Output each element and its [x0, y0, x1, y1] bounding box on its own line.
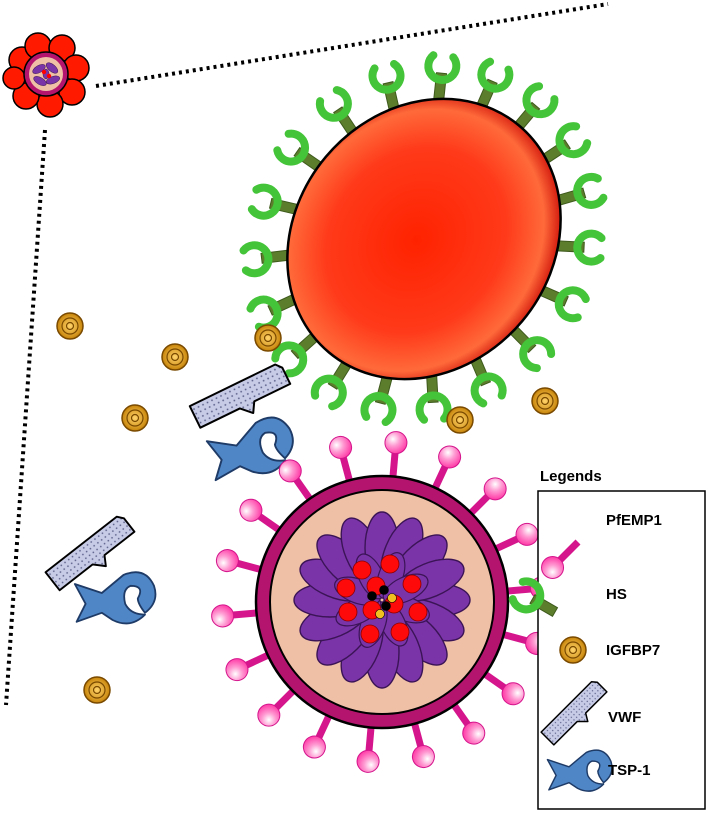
hs-receptor — [362, 374, 400, 423]
igfbp7-bead-icon — [559, 636, 587, 664]
hs-receptor — [555, 175, 604, 214]
nucleus-dot — [375, 609, 385, 619]
pfemp1-knob — [326, 433, 362, 486]
legend: Legends PfEMP1 HS IGFBP7 VWF TSP-1 — [511, 468, 706, 810]
hs-receptor — [251, 186, 299, 223]
dotted-boundary-top — [95, 2, 609, 88]
igfbp7-bead-icon — [56, 312, 84, 340]
nucleus-dot — [379, 585, 389, 595]
igfbp7-bead-icon — [161, 343, 189, 371]
igfbp7-bead-icon — [83, 676, 111, 704]
nucleus-dot — [367, 591, 377, 601]
hemozoin-spot — [336, 578, 356, 598]
hemozoin-spot — [380, 554, 400, 574]
infected-red-blood-cell — [254, 474, 510, 730]
legend-title: Legends — [540, 468, 602, 485]
nucleus-dot — [381, 601, 391, 611]
hs-receptor — [418, 376, 448, 420]
pfemp1-knob — [355, 724, 383, 774]
hemozoin-spot — [338, 602, 358, 622]
hemozoin-spot — [402, 574, 422, 594]
dotted-boundary-left — [4, 129, 47, 706]
hs-receptor — [371, 63, 408, 111]
parasite-rosette — [293, 511, 471, 689]
hs-receptor — [557, 232, 601, 262]
hs-receptor — [243, 241, 289, 274]
legend-label-tsp1: TSP-1 — [608, 762, 651, 779]
legend-label-vwf: VWF — [608, 709, 641, 726]
tsp1-hand-icon — [73, 571, 157, 625]
hemozoin-spot — [352, 560, 372, 580]
hemozoin-spot — [390, 622, 410, 642]
hemozoin-spot — [408, 602, 428, 622]
igfbp7-bead-icon — [446, 406, 474, 434]
pfemp1-knob — [381, 430, 409, 480]
rosette-thumbnail-icon — [2, 32, 90, 118]
legend-label-hs: HS — [606, 586, 627, 603]
igfbp7-bead-icon — [531, 387, 559, 415]
red-blood-cell — [286, 97, 562, 381]
hs-receptor — [425, 55, 457, 101]
igfbp7-bead-icon — [121, 404, 149, 432]
legend-label-pfemp1: PfEMP1 — [606, 512, 662, 529]
pfemp1-knob — [402, 718, 438, 771]
pfemp1-knob — [210, 601, 260, 629]
igfbp7-bead-icon — [254, 324, 282, 352]
nucleus-dot — [387, 593, 397, 603]
hemozoin-spot — [360, 624, 380, 644]
pfemp1-knob — [213, 546, 266, 582]
legend-label-igfbp7: IGFBP7 — [606, 642, 660, 659]
